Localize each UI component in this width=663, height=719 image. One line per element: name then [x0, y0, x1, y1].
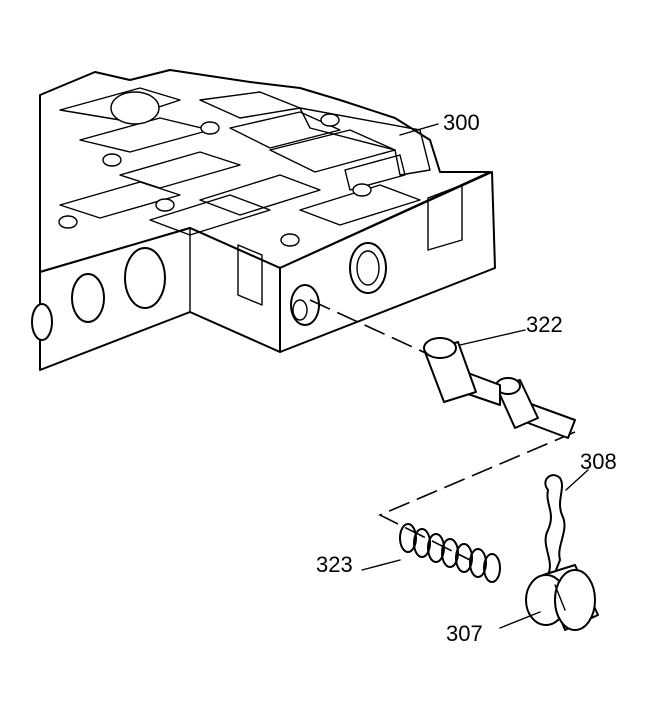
valve-body-bores	[31, 242, 387, 341]
bore-front-3	[31, 303, 53, 341]
bore-front-2	[71, 273, 105, 323]
leader-300	[399, 123, 439, 136]
callout-300: 300	[443, 110, 480, 135]
retainer-clip-308	[544, 469, 589, 576]
plug-307	[499, 564, 599, 631]
valve-body-end-slots	[237, 184, 463, 306]
assembly-centerlines	[309, 299, 576, 561]
centerline-bore-to-valve	[309, 299, 431, 356]
clip-wire	[544, 474, 566, 576]
leader-307	[499, 611, 541, 629]
callout-323: 323	[316, 552, 353, 577]
plug-end	[554, 569, 596, 631]
valve-322	[423, 329, 576, 439]
callout-322: 322	[526, 312, 563, 337]
callout-308: 308	[580, 449, 617, 474]
spring-coils	[399, 523, 501, 583]
valve-body-bolt-holes	[58, 91, 372, 247]
centerline-valve-to-spring	[378, 431, 576, 561]
valve-face	[423, 337, 457, 359]
spring-323	[361, 523, 501, 583]
bore-front-1	[124, 247, 166, 309]
plug-groove	[554, 584, 566, 611]
leader-323	[361, 559, 401, 571]
valve-body	[31, 69, 496, 371]
callout-307: 307	[446, 621, 483, 646]
leader-322	[459, 329, 526, 346]
valve-body-passages	[59, 87, 431, 236]
leader-308	[565, 469, 589, 491]
